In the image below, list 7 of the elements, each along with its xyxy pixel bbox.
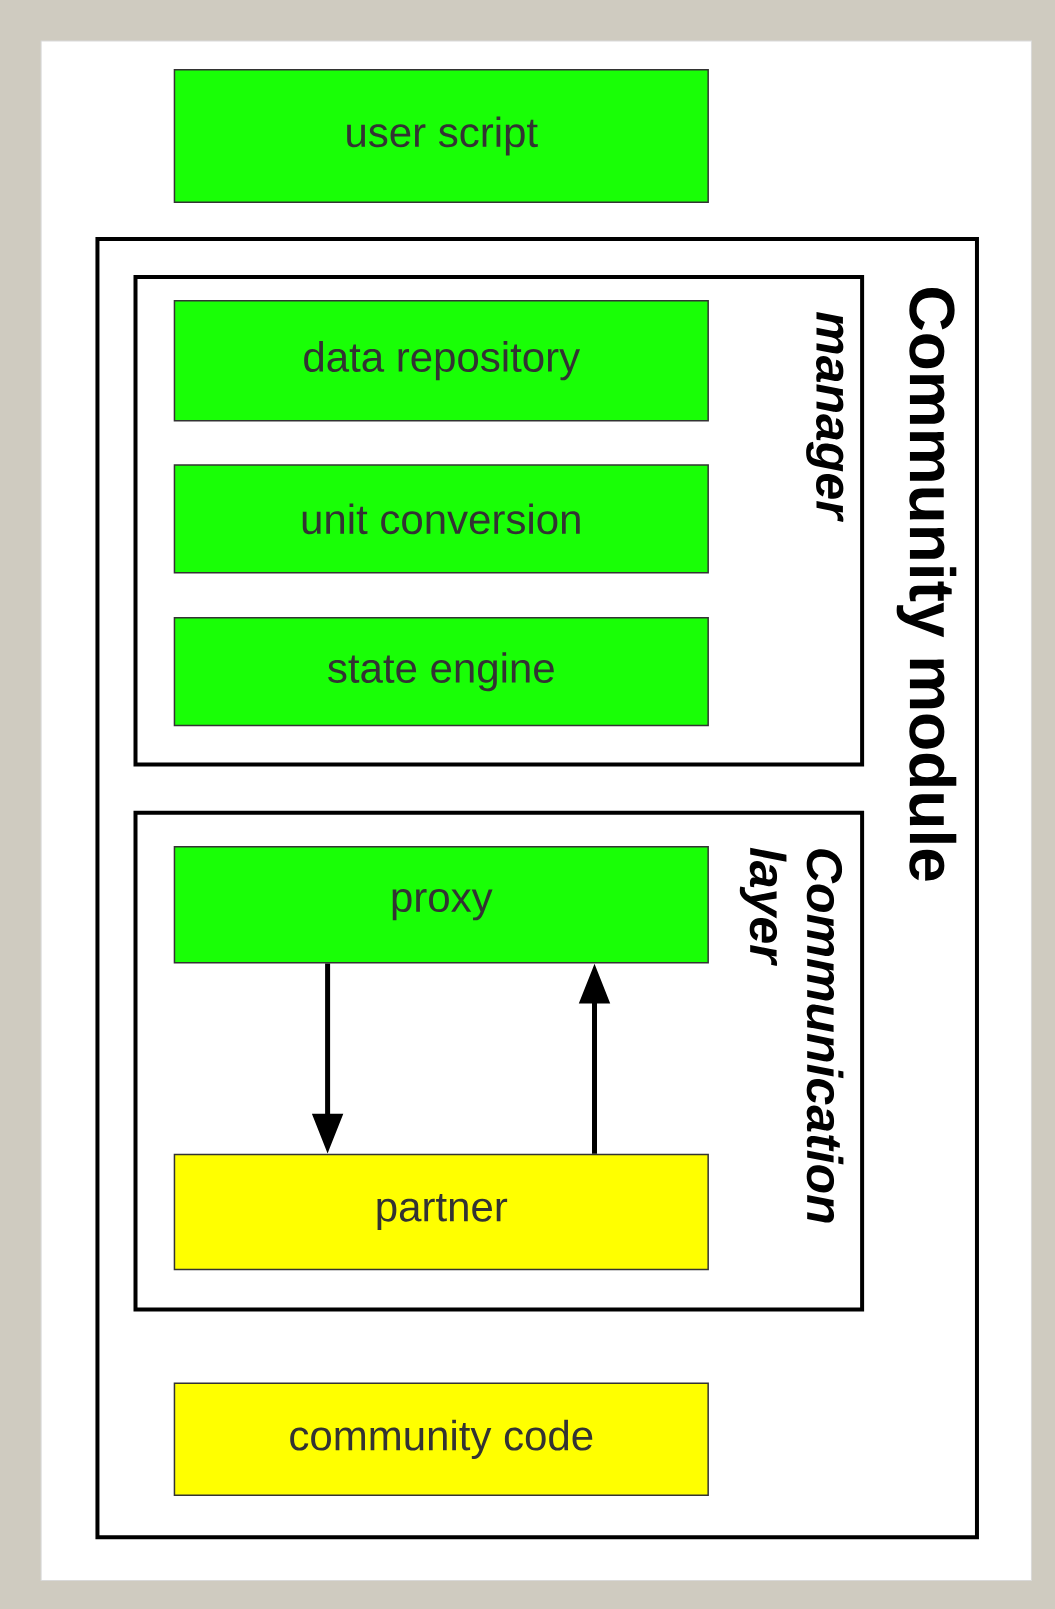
process-box: community code: [173, 1382, 709, 1496]
process-box: unit conversion: [173, 464, 709, 574]
process-box: state engine: [173, 617, 709, 727]
process-box: user script: [173, 69, 709, 203]
process-box: data repository: [173, 299, 709, 422]
process-box: proxy: [173, 845, 709, 964]
process-box: partner: [173, 1153, 709, 1271]
